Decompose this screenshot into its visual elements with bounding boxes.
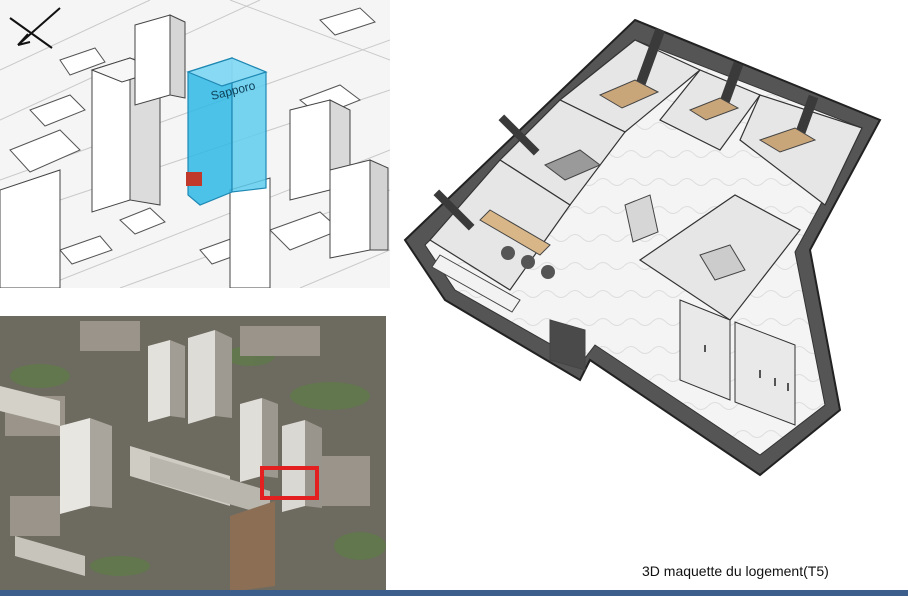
apartment-marker xyxy=(186,172,202,186)
north-arrow-icon xyxy=(9,7,61,49)
apartment-location-highlight xyxy=(260,466,319,500)
apartment-3d-model xyxy=(400,0,908,575)
aerial-photo-drawing xyxy=(0,316,386,592)
floor-plan-caption: 3D maquette du logement(T5) xyxy=(642,563,829,579)
footer-rule xyxy=(0,590,908,596)
aerial-photo xyxy=(0,316,386,592)
city-massing-model: Sapporo xyxy=(0,0,390,288)
floor-plan-drawing xyxy=(403,18,882,477)
city-model-drawing: Sapporo xyxy=(0,0,390,288)
